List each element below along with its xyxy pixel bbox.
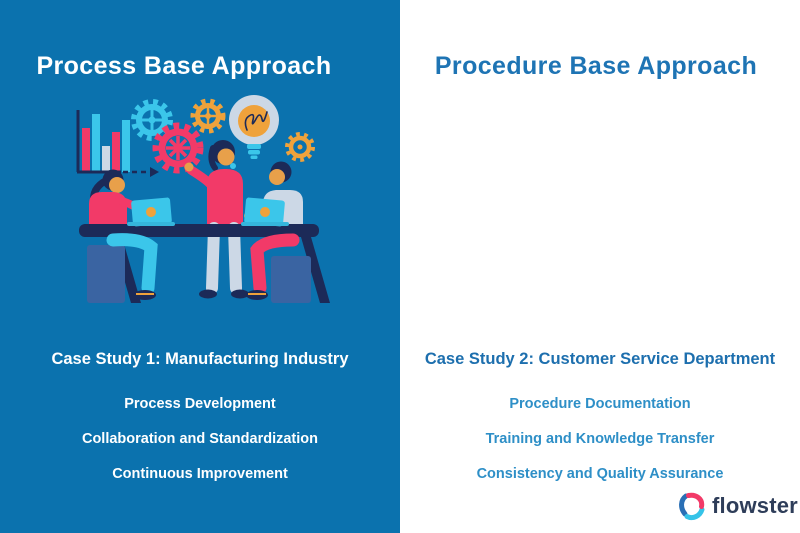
left-stool	[87, 245, 125, 303]
gear-icon-orange	[190, 98, 226, 134]
flowster-logo: flowster	[676, 491, 798, 521]
table	[79, 224, 330, 303]
process-panel: Process Base Approach	[0, 0, 400, 533]
bar-chart-icon	[76, 110, 159, 177]
procedure-panel: Procedure Base Approach	[400, 0, 800, 533]
procedure-title: Procedure Base Approach	[434, 51, 758, 80]
case-study-1-point: Process Development	[124, 395, 276, 412]
team-meeting-illustration	[76, 95, 330, 303]
case-study-1-point: Collaboration and Standardization	[81, 430, 319, 447]
gear-icon-orange-small	[285, 132, 315, 162]
case-study-2-point: Training and Knowledge Transfer	[485, 430, 715, 447]
case-study-2-point: Consistency and Quality Assurance	[476, 465, 724, 482]
right-stool	[271, 256, 311, 303]
lightbulb-icon	[229, 95, 279, 159]
laptop-icon	[241, 197, 289, 227]
flowster-triangle-swirl-icon	[679, 492, 705, 521]
seated-woman-legs	[106, 233, 158, 300]
gear-icon-pink	[152, 122, 204, 174]
case-study-2-heading: Case Study 2: Customer Service Departmen…	[424, 349, 776, 368]
standing-woman-figure	[184, 140, 249, 299]
case-study-1-heading: Case Study 1: Manufacturing Industry	[51, 349, 349, 368]
process-title: Process Base Approach	[36, 51, 332, 80]
case-study-1-point: Continuous Improvement	[112, 465, 288, 482]
gear-icon-cyan	[131, 99, 173, 141]
seated-man-legs	[246, 233, 300, 300]
case-study-2-point: Procedure Documentation	[509, 395, 691, 412]
laptop-icon	[127, 197, 175, 227]
flowster-logo-text: flowster	[712, 493, 798, 518]
